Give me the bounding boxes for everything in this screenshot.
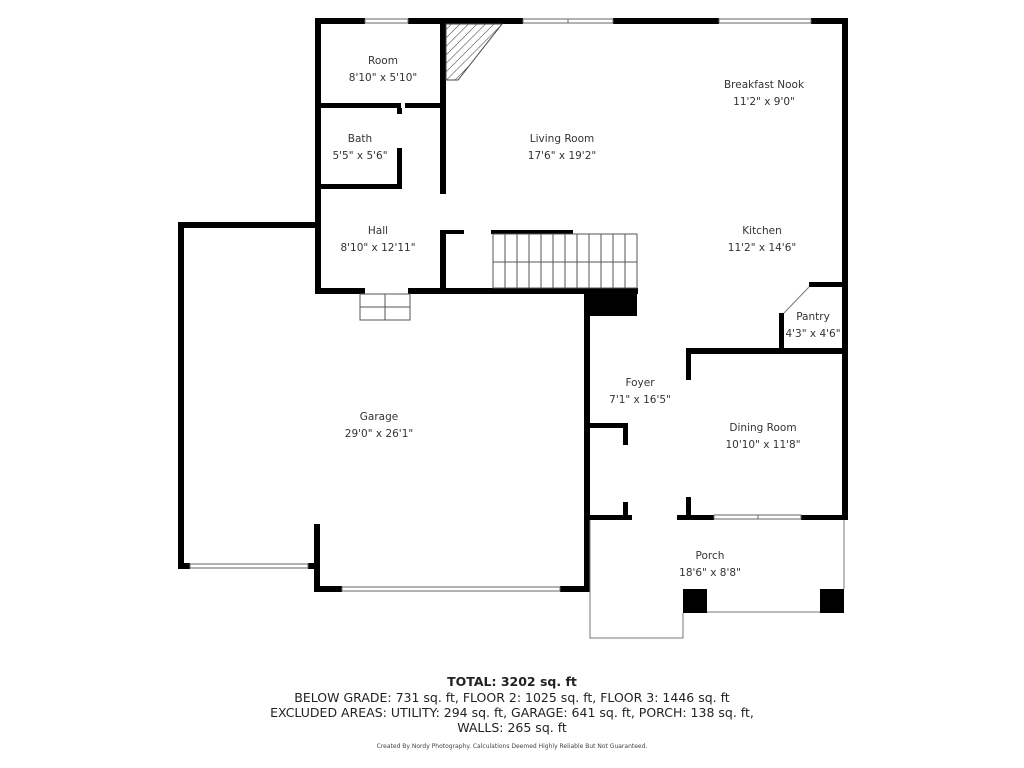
room-name: Dining Room bbox=[729, 422, 797, 434]
room-name: Living Room bbox=[529, 133, 595, 145]
room-label-garage: Garage 29'0" x 26'1" bbox=[345, 409, 413, 443]
room-dimensions: 4'3" x 4'6" bbox=[785, 328, 841, 340]
room-label-breakfast-nook: Breakfast Nook 11'2" x 9'0" bbox=[724, 77, 804, 111]
room-label-dining-room: Dining Room 10'10" x 11'8" bbox=[725, 420, 800, 454]
room-dimensions: 29'0" x 26'1" bbox=[344, 428, 414, 440]
windows bbox=[189, 18, 812, 592]
room-dimensions: 8'10" x 12'11" bbox=[340, 242, 416, 254]
room-dimensions: 5'5" x 5'6" bbox=[332, 150, 388, 162]
room-name: Porch bbox=[695, 550, 725, 562]
room-label-bath: Bath 5'5" x 5'6" bbox=[332, 131, 387, 165]
stairs bbox=[359, 233, 638, 321]
room-label-pantry: Pantry 4'3" x 4'6" bbox=[785, 309, 840, 343]
room-dimensions: 8'10" x 5'10" bbox=[348, 72, 418, 84]
room-dimensions: 17'6" x 19'2" bbox=[527, 150, 597, 162]
room-dimensions: 18'6" x 8'8" bbox=[679, 567, 741, 579]
room-name: Pantry bbox=[796, 311, 830, 323]
room-name: Garage bbox=[359, 411, 399, 423]
porch-outline bbox=[589, 286, 845, 639]
room-name: Bath bbox=[347, 133, 373, 145]
room-name: Breakfast Nook bbox=[723, 79, 805, 91]
room-dimensions: 7'1" x 16'5" bbox=[609, 394, 671, 406]
room-name: Room bbox=[368, 55, 398, 67]
excluded-areas: EXCLUDED AREAS: UTILITY: 294 sq. ft, GAR… bbox=[270, 705, 754, 720]
room-label-hall: Hall 8'10" x 12'11" bbox=[340, 223, 415, 257]
room-name: Kitchen bbox=[742, 225, 782, 237]
room-label-porch: Porch 18'6" x 8'8" bbox=[679, 548, 741, 582]
floor-areas: BELOW GRADE: 731 sq. ft, FLOOR 2: 1025 s… bbox=[294, 690, 730, 705]
room-dimensions: 11'2" x 9'0" bbox=[733, 96, 795, 108]
room-dimensions: 11'2" x 14'6" bbox=[727, 242, 797, 254]
fireplace bbox=[445, 23, 504, 81]
room-name: Hall bbox=[367, 225, 389, 237]
credit-text: Created By Nordy Photography. Calculatio… bbox=[376, 743, 648, 750]
total-area: TOTAL: 3202 sq. ft bbox=[447, 674, 577, 689]
walls-area: WALLS: 265 sq. ft bbox=[457, 720, 567, 735]
room-name: Foyer bbox=[625, 377, 655, 389]
room-label-living-room: Living Room 17'6" x 19'2" bbox=[528, 131, 596, 165]
walls bbox=[178, 18, 848, 613]
room-dimensions: 10'10" x 11'8" bbox=[725, 439, 801, 451]
room-label-room: Room 8'10" x 5'10" bbox=[349, 53, 417, 87]
room-label-foyer: Foyer 7'1" x 16'5" bbox=[609, 375, 671, 409]
room-label-kitchen: Kitchen 11'2" x 14'6" bbox=[728, 223, 796, 257]
